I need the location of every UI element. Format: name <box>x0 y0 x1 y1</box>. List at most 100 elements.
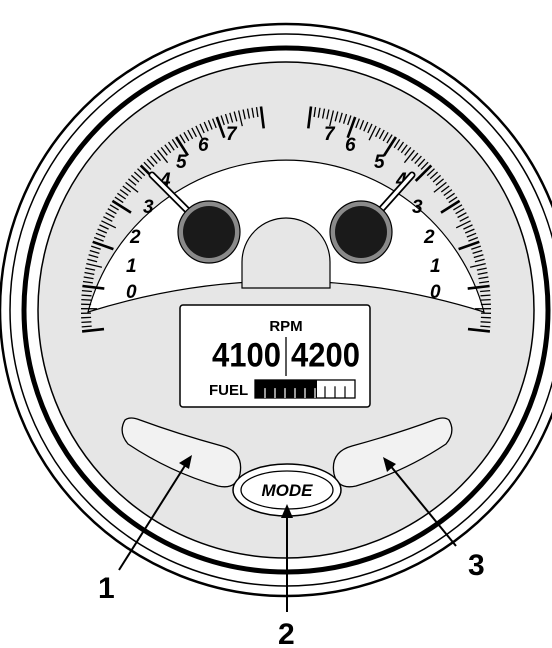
right-tick-mark <box>476 267 487 271</box>
fuel-label: FUEL <box>209 382 248 399</box>
left-tick-mark <box>130 174 140 183</box>
callout-1: 1 <box>98 455 192 605</box>
left-tick-mark <box>86 262 103 268</box>
right-tick-mark <box>355 118 361 129</box>
rpm-left-value: 4100 <box>212 336 281 374</box>
right-tick-mark <box>472 249 483 255</box>
left-tick-mark <box>229 112 234 123</box>
left-tick-mark <box>82 284 105 290</box>
right-scale-number-6: 6 <box>345 135 356 156</box>
left-tick-mark <box>93 236 104 242</box>
right-tick-mark <box>480 325 491 328</box>
right-tick-mark <box>417 158 426 167</box>
left-tick-mark <box>89 249 100 255</box>
right-tick-mark <box>426 168 435 177</box>
callout-3-arrowhead <box>383 457 396 472</box>
left-tick-mark <box>237 110 243 127</box>
left-scale-number-5: 5 <box>176 152 187 173</box>
right-tick-mark <box>414 155 422 165</box>
left-tick-mark <box>199 123 205 134</box>
right-tick-mark <box>367 123 373 134</box>
left-tick-mark <box>164 144 172 154</box>
left-tick-mark <box>224 113 230 124</box>
right-button[interactable] <box>332 417 453 488</box>
left-tick-mark <box>242 109 246 120</box>
right-scale-number-0: 0 <box>430 282 441 303</box>
right-tick-mark <box>326 109 330 120</box>
right-scale-number-7: 7 <box>324 124 336 145</box>
callout-1-line <box>118 463 187 571</box>
mode-button[interactable]: MODE <box>232 463 342 517</box>
right-tick-mark <box>468 236 479 242</box>
left-tick-mark <box>81 327 105 333</box>
right-tick-mark <box>480 298 491 301</box>
right-tick-mark <box>393 139 401 149</box>
left-tick-mark <box>179 134 186 144</box>
right-tick-mark <box>479 280 490 284</box>
right-scale-number-2: 2 <box>423 227 435 248</box>
left-scale-number-2: 2 <box>129 227 141 248</box>
right-tick-mark <box>480 294 491 297</box>
left-tick-mark <box>101 220 117 229</box>
left-tick-mark <box>81 289 92 293</box>
left-tick-mark <box>259 106 265 129</box>
right-tick-mark <box>368 125 377 141</box>
right-tick-mark <box>375 127 381 138</box>
right-tick-mark <box>463 224 473 230</box>
callout-1-label: 1 <box>98 572 115 605</box>
right-tick-mark <box>455 220 471 229</box>
left-tick-mark <box>160 147 168 156</box>
left-tick-mark <box>97 228 108 234</box>
right-tick-mark <box>464 228 475 234</box>
right-tick-mark <box>467 327 491 333</box>
left-button[interactable] <box>121 417 242 488</box>
left-tick-mark <box>117 192 127 200</box>
right-tick-mark <box>404 147 412 156</box>
right-tick-mark <box>420 161 429 170</box>
right-tick-mark <box>445 192 455 200</box>
callout-3-line <box>388 463 457 547</box>
left-scale-number-0: 0 <box>126 282 137 303</box>
right-tick-mark <box>433 181 447 193</box>
right-scale-number-3: 3 <box>412 197 423 218</box>
right-tick-mark <box>453 204 463 211</box>
left-tick-mark <box>122 185 132 193</box>
right-tick-mark <box>440 185 450 193</box>
left-needle-hub <box>177 200 241 264</box>
left-tick-mark <box>92 240 114 251</box>
right-tick-mark <box>435 178 445 186</box>
left-tick-mark <box>203 121 209 132</box>
left-tick-mark <box>143 161 152 170</box>
left-tick-mark <box>191 127 197 138</box>
left-tick-mark <box>109 204 119 211</box>
callout-3-label: 3 <box>468 549 485 582</box>
fuel-gauge-bar <box>254 379 356 399</box>
right-tick-marks <box>307 106 492 333</box>
mode-button-label: MODE <box>262 481 314 500</box>
rpm-right-value: 4200 <box>291 336 360 374</box>
callout-1-arrowhead <box>179 455 192 469</box>
right-tick-mark <box>382 131 389 142</box>
left-tick-mark <box>107 208 117 215</box>
right-tick-mark <box>397 141 405 151</box>
left-tick-mark <box>83 276 94 280</box>
left-scale-number-6: 6 <box>198 135 209 156</box>
left-tick-marks <box>80 106 265 333</box>
left-tick-mark <box>85 267 96 271</box>
left-tick-mark <box>81 294 92 297</box>
left-tick-mark <box>211 118 217 129</box>
left-tick-mark <box>255 107 259 118</box>
left-tick-mark <box>195 125 204 141</box>
left-tick-mark <box>187 129 194 140</box>
right-scale-number-1: 1 <box>430 256 441 277</box>
right-tick-mark <box>480 321 491 324</box>
right-scale-number-5: 5 <box>374 152 385 173</box>
right-tick-mark <box>448 196 458 204</box>
right-tick-mark <box>471 245 482 250</box>
right-tick-mark <box>459 216 469 222</box>
right-tick-mark <box>466 232 477 238</box>
left-tick-mark <box>146 158 155 167</box>
left-tick-mark <box>95 232 106 238</box>
left-tick-mark <box>125 181 139 193</box>
right-tick-mark <box>317 107 321 118</box>
